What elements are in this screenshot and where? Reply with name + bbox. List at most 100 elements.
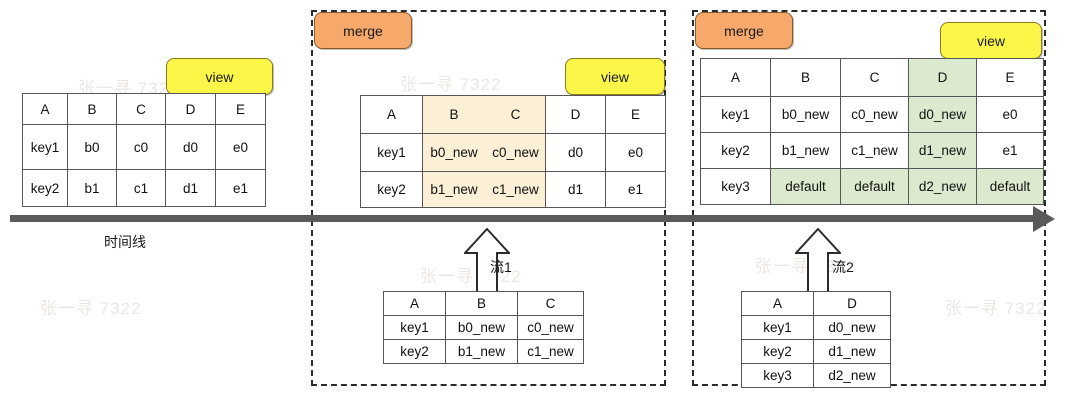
cell: d0_new (908, 96, 977, 133)
timeline-axis (10, 215, 1036, 222)
col-header: A (383, 291, 446, 316)
cell: b0_new (445, 315, 518, 340)
table-row: key2 b1_new c1_new d1_new e1 (700, 132, 1044, 169)
cell: b1_new (422, 171, 486, 208)
cell: b0 (67, 124, 117, 170)
cell: b1_new (445, 339, 518, 364)
table-row: key2 b1 c1 d1 e1 (22, 169, 266, 207)
cell: key1 (700, 96, 771, 133)
col-header: C (517, 291, 584, 316)
table-stream-1: A B C key1 b0_new c0_new key2 b1_new c1_… (383, 291, 584, 364)
cell: key3 (700, 168, 771, 205)
table-header-row: A B C D E (22, 93, 266, 125)
cell: e1 (215, 169, 266, 207)
table-row: key1 b0_new c0_new (383, 315, 584, 340)
col-header: B (422, 95, 486, 134)
cell: e0 (976, 96, 1044, 133)
stream-1-label: 流1 (490, 259, 512, 275)
view-pill-stage-1[interactable]: view (166, 58, 273, 95)
merge-pill-label: merge (724, 22, 764, 39)
col-header: A (741, 291, 814, 316)
table-row: key1 d0_new (741, 315, 891, 340)
cell: d0_new (813, 315, 891, 340)
cell: e0 (215, 124, 266, 170)
table-stream-2: A D key1 d0_new key2 d1_new key3 d2_new (741, 291, 891, 388)
cell: default (840, 168, 909, 205)
table-row: key1 b0_new c0_new d0 e0 (360, 133, 666, 172)
col-header: D (813, 291, 891, 316)
col-header: B (770, 58, 841, 97)
col-header: A (22, 93, 68, 125)
cell: d2_new (908, 168, 977, 205)
table-row: key2 b1_new c1_new d1 e1 (360, 171, 666, 208)
cell: e1 (605, 171, 666, 208)
col-header: D (545, 95, 606, 134)
cell: key1 (360, 133, 423, 172)
col-header: E (215, 93, 266, 125)
cell: key2 (383, 339, 446, 364)
col-header: C (116, 93, 166, 125)
col-header: E (976, 58, 1044, 97)
cell: key2 (700, 132, 771, 169)
cell: c1_new (485, 171, 546, 208)
cell: d0 (165, 124, 216, 170)
col-header: B (445, 291, 518, 316)
cell: c0_new (485, 133, 546, 172)
timeline-label: 时间线 (104, 234, 146, 250)
cell: c1_new (517, 339, 584, 364)
merge-pill-stage-2[interactable]: merge (695, 12, 793, 49)
cell: d1_new (813, 339, 891, 364)
table-header-row: A B C D E (700, 58, 1044, 97)
col-header: C (485, 95, 546, 134)
table-row: key1 b0 c0 d0 e0 (22, 124, 266, 170)
col-header: D (165, 93, 216, 125)
table-header-row: A D (741, 291, 891, 316)
cell: e0 (605, 133, 666, 172)
table-row: key3 d2_new (741, 363, 891, 388)
cell: key1 (22, 124, 68, 170)
col-header: B (67, 93, 117, 125)
col-header: D (908, 58, 977, 97)
cell: c0_new (840, 96, 909, 133)
watermark: 张一寻 7322 (40, 299, 142, 318)
cell: key2 (22, 169, 68, 207)
cell: key3 (741, 363, 814, 388)
cell: key2 (741, 339, 814, 364)
cell: key1 (741, 315, 814, 340)
cell: d2_new (813, 363, 891, 388)
table-row: key2 b1_new c1_new (383, 339, 584, 364)
col-header: A (360, 95, 423, 134)
table-merged-stage-2: A B C D E key1 b0_new c0_new d0_new e0 k… (700, 58, 1044, 205)
cell: b0_new (770, 96, 841, 133)
table-header-row: A B C D E (360, 95, 666, 134)
table-header-row: A B C (383, 291, 584, 316)
stream-2-label: 流2 (832, 259, 854, 275)
view-pill-label: view (205, 68, 234, 85)
view-pill-stage-2[interactable]: view (565, 58, 665, 95)
cell: c0_new (517, 315, 584, 340)
cell: c0 (116, 124, 166, 170)
merge-pill-stage-1[interactable]: merge (314, 12, 412, 49)
cell: default (770, 168, 841, 205)
cell: d1_new (908, 132, 977, 169)
cell: d1 (165, 169, 216, 207)
cell: key1 (383, 315, 446, 340)
table-initial-view: A B C D E key1 b0 c0 d0 e0 key2 b1 c1 d1… (22, 93, 266, 207)
view-pill-label: view (600, 68, 629, 85)
cell: default (976, 168, 1044, 205)
col-header: A (700, 58, 771, 97)
cell: d0 (545, 133, 606, 172)
cell: key2 (360, 171, 423, 208)
timeline-arrowhead-icon (1033, 205, 1055, 232)
cell: b1_new (770, 132, 841, 169)
view-pill-label: view (976, 32, 1005, 49)
cell: d1 (545, 171, 606, 208)
col-header: E (605, 95, 666, 134)
view-pill-stage-3[interactable]: view (940, 22, 1042, 59)
table-row: key3 default default d2_new default (700, 168, 1044, 205)
table-row: key2 d1_new (741, 339, 891, 364)
cell: b1 (67, 169, 117, 207)
merge-pill-label: merge (343, 22, 383, 39)
cell: c1 (116, 169, 166, 207)
